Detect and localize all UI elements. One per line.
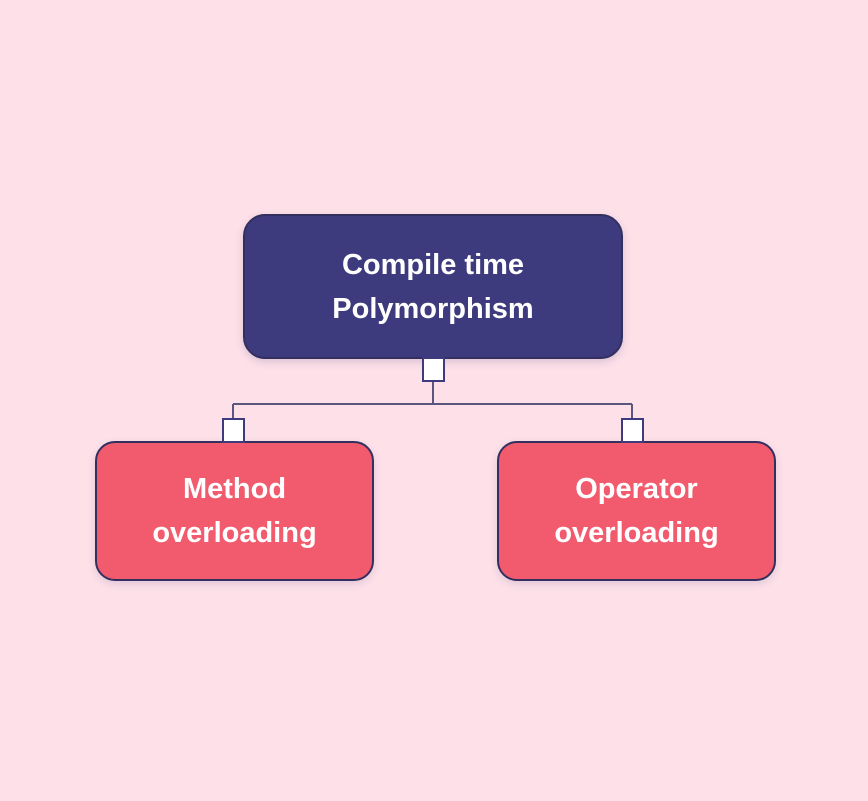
- node-label: Operator overloading: [554, 473, 719, 549]
- left-connector-port: [222, 418, 245, 443]
- node-label: Compile time Polymorphism: [332, 248, 534, 325]
- node-method-overloading: Method overloading: [95, 441, 374, 581]
- right-connector-port: [621, 418, 644, 443]
- node-label: Method overloading: [152, 473, 317, 549]
- node-compile-time-polymorphism: Compile time Polymorphism: [243, 214, 623, 359]
- root-connector-port: [422, 357, 445, 382]
- node-operator-overloading: Operator overloading: [497, 441, 776, 581]
